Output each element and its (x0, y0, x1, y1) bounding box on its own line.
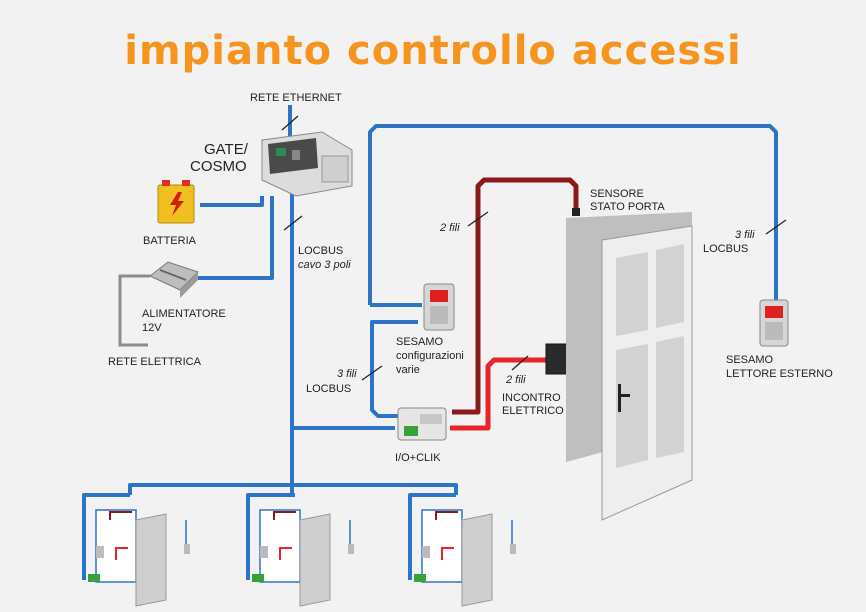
tick-two-wires-b (511, 355, 529, 371)
door-sensor-icon (572, 208, 580, 216)
label-sensore-2: STATO PORTA (590, 201, 665, 213)
gate-cosmo-device (261, 131, 353, 197)
mini-installation-2 (252, 509, 354, 607)
io-clik-module (397, 407, 447, 441)
label-sesamo-3: varie (396, 364, 420, 376)
tick-ethernet (281, 115, 299, 131)
sesamo-reader-inside (423, 283, 455, 331)
label-rete-elettrica: RETE ELETTRICA (108, 356, 201, 368)
label-locbus-main: LOCBUS (298, 245, 344, 257)
tick-two-wires-a (467, 211, 489, 227)
door-sensor-wire (452, 177, 579, 415)
label-locbus-cable: cavo 3 poli (298, 259, 351, 271)
electric-strike-wire (450, 357, 548, 431)
mini-installation-1 (88, 509, 190, 607)
label-rete-ethernet: RETE ETHERNET (250, 92, 342, 104)
label-sensore-1: SENSORE (590, 188, 644, 200)
label-three-wires-right: 3 fili (735, 229, 755, 241)
tick-three-wires-left (361, 365, 383, 381)
label-gate-cosmo-2: COSMO (190, 158, 247, 175)
power-lines (118, 274, 150, 347)
label-gate-cosmo-1: GATE/ (204, 141, 248, 158)
mini-installation-3 (414, 509, 516, 607)
label-incontro-2: ELETTRICO (502, 405, 564, 417)
label-sesamo-2: configurazioni (396, 350, 464, 362)
tick-locbus-main (283, 215, 303, 231)
battery-icon (157, 180, 195, 224)
label-alimentatore-2: 12V (142, 322, 162, 334)
label-two-wires-a: 2 fili (440, 222, 460, 234)
diagram-title: impianto controllo accessi (124, 28, 742, 74)
label-alimentatore-1: ALIMENTATORE (142, 308, 226, 320)
sesamo-reader-external (759, 299, 789, 347)
power-supply-icon (149, 261, 199, 298)
label-sesamo-ext-1: SESAMO (726, 354, 774, 366)
label-sesamo-1: SESAMO (396, 336, 444, 348)
locbus-lines (82, 105, 778, 580)
label-two-wires-b: 2 fili (506, 374, 526, 386)
label-batteria: BATTERIA (143, 235, 196, 247)
label-io-clik: I/O+CLIK (395, 452, 441, 464)
label-locbus-right: LOCBUS (703, 243, 749, 255)
label-three-wires-left: 3 fili (337, 368, 357, 380)
label-incontro-1: INCONTRO (502, 392, 561, 404)
label-sesamo-ext-2: LETTORE ESTERNO (726, 368, 833, 380)
label-locbus-left: LOCBUS (306, 383, 352, 395)
tick-three-wires-right (765, 219, 787, 235)
main-door (566, 212, 693, 521)
